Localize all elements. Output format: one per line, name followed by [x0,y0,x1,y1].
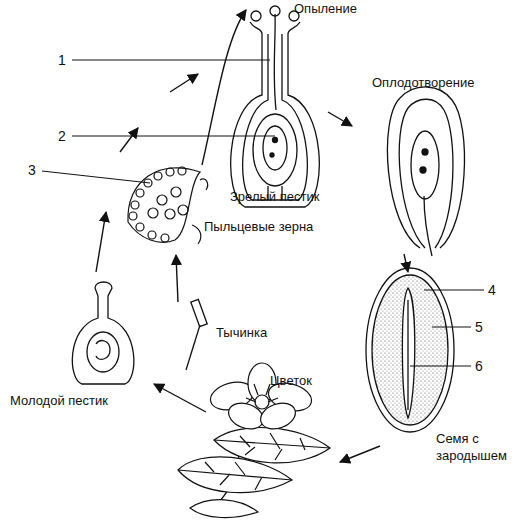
mature-pistil-part [253,114,297,186]
cycle-arrows-part [96,212,106,272]
flower-plant-part [190,500,258,518]
cycle-arrows-part [154,384,206,412]
leader-lines-part [72,136,275,137]
mature-pistil-part [270,153,274,157]
mature-pistil [231,6,320,207]
callout-number: 5 [475,319,483,336]
pollen-sac [128,167,208,244]
pollen-sac-part [171,187,181,197]
fertilized-ovule-part [424,196,432,256]
callout-number: 1 [58,52,66,69]
seed-part [407,300,408,410]
pollen-sac-part [128,168,200,242]
cycle-arrows-part [176,255,178,302]
pollen-sac-part [166,168,174,176]
stamen-part [191,299,207,326]
mature-pistil-part [273,138,278,143]
seed-part [366,268,454,432]
stage-label: Молодой пестик [10,392,108,409]
seed-part [372,275,448,425]
pollen-sac-part [136,189,144,197]
fertilized-ovule-part [420,167,426,173]
young-pistil-part [96,341,110,360]
seed-part [402,288,414,418]
cycle-arrows-part [120,128,138,152]
callout-number: 3 [28,162,36,179]
callout-number: 4 [488,282,496,299]
pollen-sac-part [157,195,167,205]
mature-pistil-part [251,11,261,21]
stage-label: Цветок [270,372,312,389]
pollen-sac-part [129,212,137,220]
cycle-arrows-part [328,112,352,126]
young-pistil [72,282,134,384]
fertilized-ovule [387,87,464,256]
pollen-sac-part [161,234,169,242]
pollen-sac-part [136,223,144,231]
leader-lines-part [42,171,150,183]
stamen-part [186,325,200,370]
stage-label: Тычинка [216,324,267,341]
flower-plant-part [214,433,330,460]
stage-label: Опыление [294,0,357,17]
flower-plant-part [178,462,292,490]
young-pistil-part [87,332,119,372]
callout-number: 2 [58,128,66,145]
flower-plant-part [255,395,269,409]
pollen-sac-part [178,205,188,215]
flower-plant [178,363,330,518]
stamen [186,299,207,370]
leader-lines [42,60,484,366]
seed [366,268,454,432]
pollen-sac-part [148,231,156,239]
flower-plant-part [178,457,292,493]
leader-lines-part [72,60,270,61]
fertilized-ovule-part [422,149,428,155]
cycle-arrows [96,10,408,462]
leader-lines-part [424,290,484,291]
pollen-sac-part [165,209,175,219]
callout-number: 6 [475,358,483,375]
stage-label: Пыльцевые зерна [204,218,313,235]
pollen-sac-part [154,172,162,180]
cycle-arrows-part [340,446,380,462]
leader-lines-part [432,327,471,328]
young-pistil-part [72,282,134,384]
cycle-arrows-part [170,74,198,92]
cycle-arrows-part [404,254,408,272]
stage-label: Семя с зародышем [436,430,516,464]
mature-pistil-part [274,14,276,110]
pollen-sac-part [148,208,158,218]
cycle-arrows-part [202,10,246,165]
stage-label: Оплодотворение [372,74,474,91]
stage-label: Зрелый пестик [230,188,319,205]
fertilized-ovule-part [411,131,439,199]
leader-lines-part [410,366,471,367]
mature-pistil-part [263,126,287,170]
pollen-sac-part [131,201,139,209]
pollen-sac-part [192,179,208,244]
pollen-sac-part [178,167,186,175]
